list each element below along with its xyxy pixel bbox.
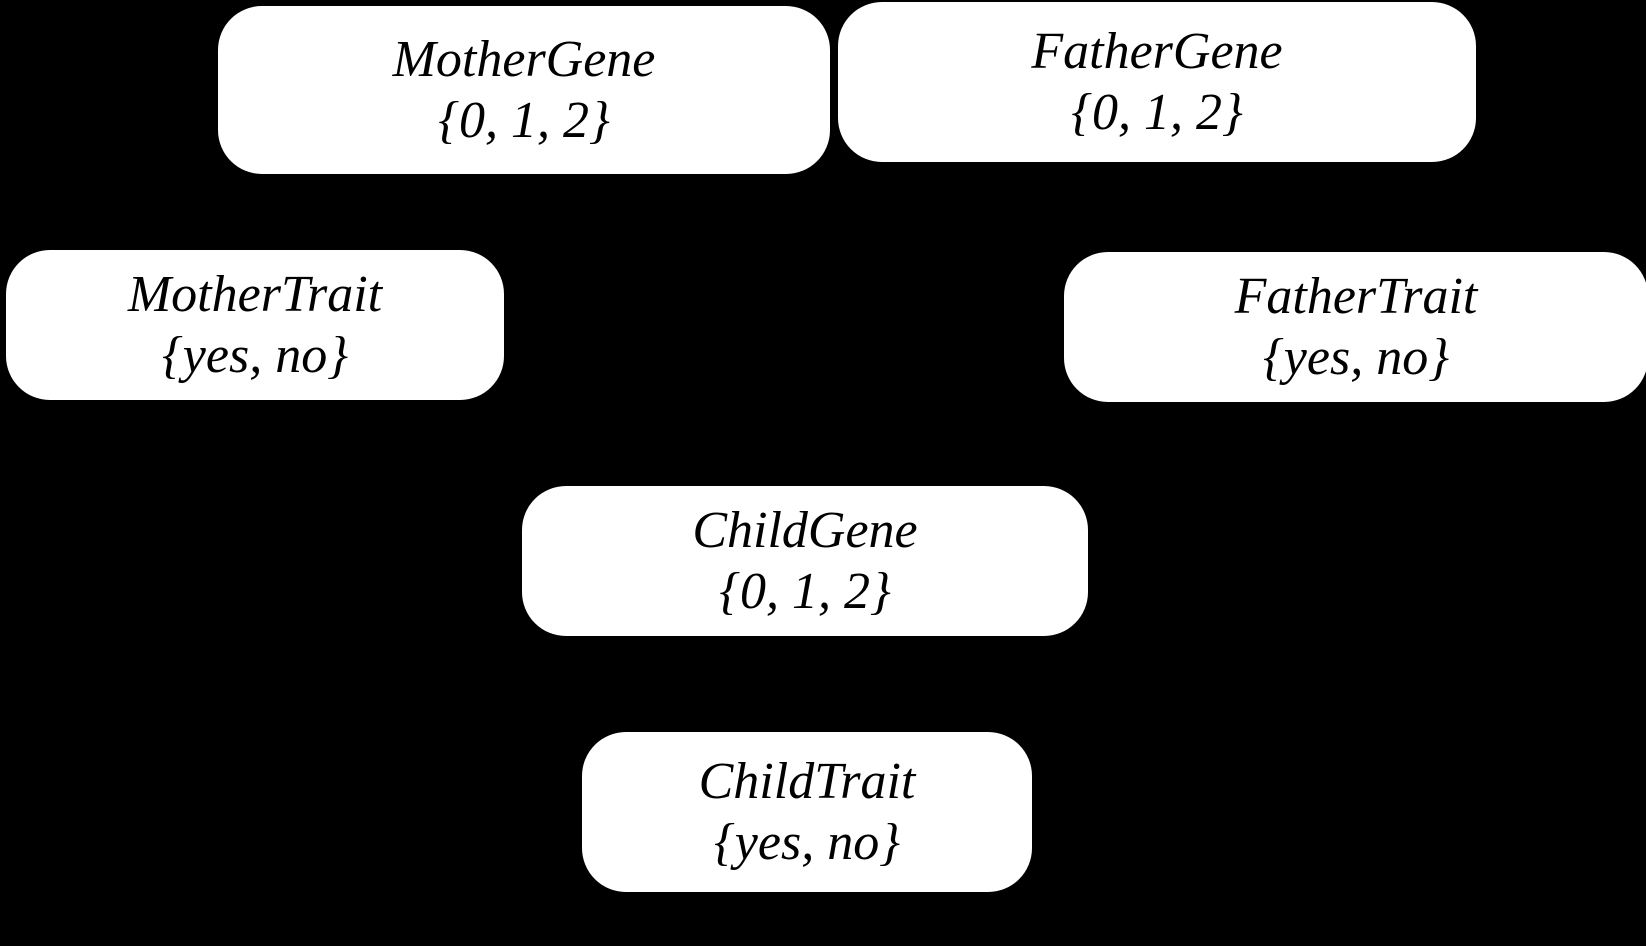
node-child-gene-domain: {0, 1, 2} [719, 563, 891, 620]
node-father-trait[interactable]: FatherTrait {yes, no} [1064, 252, 1646, 402]
node-mother-trait[interactable]: MotherTrait {yes, no} [6, 250, 504, 400]
node-mother-gene[interactable]: MotherGene {0, 1, 2} [218, 6, 830, 174]
node-child-trait[interactable]: ChildTrait {yes, no} [582, 732, 1032, 892]
node-father-trait-label: FatherTrait [1234, 267, 1478, 325]
node-child-gene[interactable]: ChildGene {0, 1, 2} [522, 486, 1088, 636]
node-father-trait-domain: {yes, no} [1263, 329, 1449, 386]
node-father-gene[interactable]: FatherGene {0, 1, 2} [838, 2, 1476, 162]
node-child-gene-label: ChildGene [692, 501, 918, 559]
node-mother-trait-label: MotherTrait [127, 265, 383, 323]
node-mother-gene-label: MotherGene [392, 30, 656, 88]
node-mother-trait-domain: {yes, no} [162, 327, 348, 384]
node-mother-gene-domain: {0, 1, 2} [438, 92, 610, 149]
node-father-gene-label: FatherGene [1031, 22, 1283, 80]
node-child-trait-label: ChildTrait [698, 752, 916, 810]
node-father-gene-domain: {0, 1, 2} [1071, 84, 1243, 141]
node-child-trait-domain: {yes, no} [714, 814, 900, 871]
